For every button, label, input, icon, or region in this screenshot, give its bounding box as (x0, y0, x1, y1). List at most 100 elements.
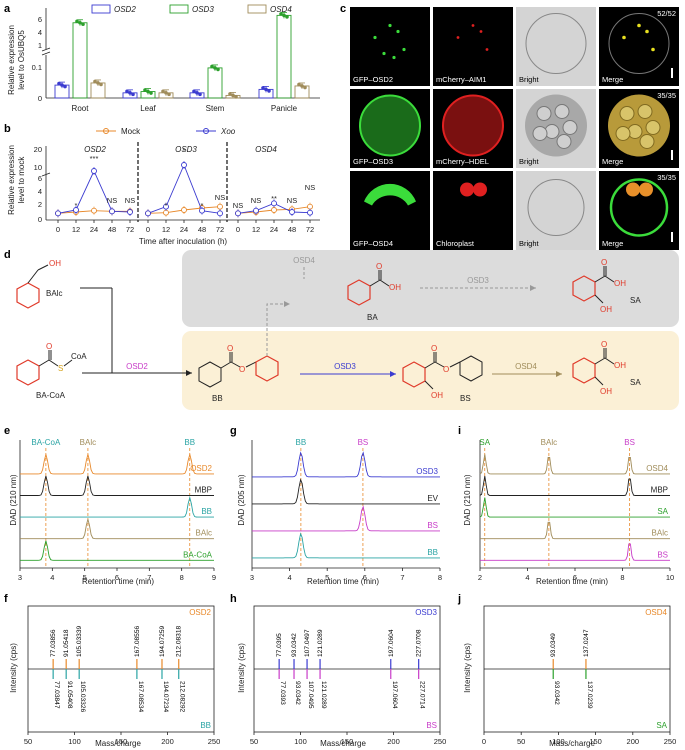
chloroplast (626, 182, 640, 197)
mz-label: 212.08292 (179, 681, 186, 713)
atom-label: OH (600, 305, 612, 314)
micrograph-label: mCherry–HDEL (436, 157, 489, 166)
chloroplast (639, 134, 655, 149)
fluorescent-spot (622, 35, 626, 40)
fluorescent-spot (373, 35, 377, 40)
mz-label: 137.0247 (583, 629, 590, 657)
data-point (285, 15, 289, 19)
cell-count: 35/35 (657, 91, 676, 100)
tick-label: 24 (180, 225, 188, 234)
tick-label: 0 (56, 225, 60, 234)
chloroplast (639, 182, 653, 197)
micrograph-label: Bright (519, 239, 540, 248)
trace-label: EV (427, 494, 438, 503)
category-label: Root (72, 104, 90, 113)
trace-line (20, 540, 214, 561)
mz-label: 77.03847 (53, 681, 60, 709)
compound-sa: SA (630, 378, 641, 387)
data-point (271, 200, 277, 207)
micrograph-label: Bright (519, 75, 540, 84)
trace-label: BB (427, 548, 438, 557)
panel-h-ylabel: Intensity (cps) (237, 643, 246, 693)
tick-label: 250 (434, 737, 447, 746)
micrograph-label: Bright (519, 157, 540, 166)
tick-label: 24 (90, 225, 98, 234)
panel-label-g: g (230, 425, 237, 437)
fluorescent-spot (485, 48, 489, 51)
data-point (235, 210, 241, 217)
chloroplast (473, 182, 487, 197)
tick-label: 10 (34, 163, 42, 172)
tick-label: 4 (50, 573, 54, 582)
tick-label: 10 (666, 573, 674, 582)
peak-label: BA-CoA (31, 438, 61, 447)
panel-e-ylabel: DAD (210 nm) (9, 474, 18, 525)
significance-label: * (75, 201, 78, 210)
trace-line (252, 532, 440, 559)
spectrum-label-bottom: SA (656, 721, 667, 730)
gene-label: OSD4 (255, 145, 277, 154)
trace-line (252, 478, 440, 505)
micrograph (516, 171, 596, 250)
data-point (213, 66, 217, 70)
micrograph-label: Chloroplast (436, 239, 475, 248)
tick-label: 50 (517, 737, 525, 746)
tick-label: 250 (208, 737, 221, 746)
atom-label: O (601, 258, 607, 267)
tick-label: 0 (146, 225, 150, 234)
peak-label: BS (358, 438, 369, 447)
tick-label: 2 (478, 573, 482, 582)
panel-label-a: a (4, 3, 11, 15)
fluorescent-spot (645, 29, 649, 34)
atom-label: O (431, 344, 437, 353)
panel-label-i: i (458, 425, 461, 437)
panel-label-j: j (457, 593, 461, 605)
tick-label: 100 (552, 737, 565, 746)
data-point (73, 207, 79, 213)
panel-label-b: b (4, 123, 11, 135)
enzyme-label: OSD4 (293, 256, 315, 265)
atom-label: O (443, 365, 449, 374)
enzyme-label: OSD4 (515, 362, 537, 371)
data-point (289, 209, 295, 215)
gene-label: OSD3 (175, 145, 197, 154)
panel-f-xlabel: Mass/charge (95, 739, 141, 748)
tick-label: 48 (288, 225, 296, 234)
trace-line (252, 505, 440, 532)
tick-label: 72 (306, 225, 314, 234)
micrograph (433, 171, 513, 250)
tick-label: 200 (627, 737, 640, 746)
data-point (216, 67, 220, 72)
enzyme-label: OSD3 (334, 362, 356, 371)
tick-label: 50 (250, 737, 258, 746)
data-point (99, 82, 103, 87)
peak-label: BAlc (80, 438, 96, 447)
data-point (57, 81, 61, 86)
significance-label: * (201, 201, 204, 210)
data-point (271, 207, 277, 213)
tick-label: 6 (38, 15, 42, 24)
spectrum-label-top: OSD3 (415, 608, 437, 617)
micrograph-label: GFP–OSD2 (353, 75, 393, 84)
category-label: Stem (206, 104, 225, 113)
cell-signal (359, 94, 421, 157)
mz-label: 77.03856 (50, 629, 57, 657)
compound-ba-coa: BA-CoA (36, 391, 66, 400)
bar (276, 14, 292, 99)
enzyme-label: OSD3 (467, 276, 489, 285)
cell-signal (609, 178, 669, 237)
data-point (125, 89, 129, 94)
data-point (279, 12, 283, 16)
compound-bs: BS (460, 394, 471, 403)
panel-i-xlabel: Retention time (min) (536, 577, 608, 586)
panel-a-ylabel-1: Relative expression (7, 25, 16, 95)
tick-label: 100 (294, 737, 307, 746)
mz-label: 212.08318 (176, 625, 183, 657)
mz-label: 121.0289 (317, 629, 324, 657)
compound-ba: BA (367, 313, 378, 322)
mz-label: 167.08556 (134, 625, 141, 657)
